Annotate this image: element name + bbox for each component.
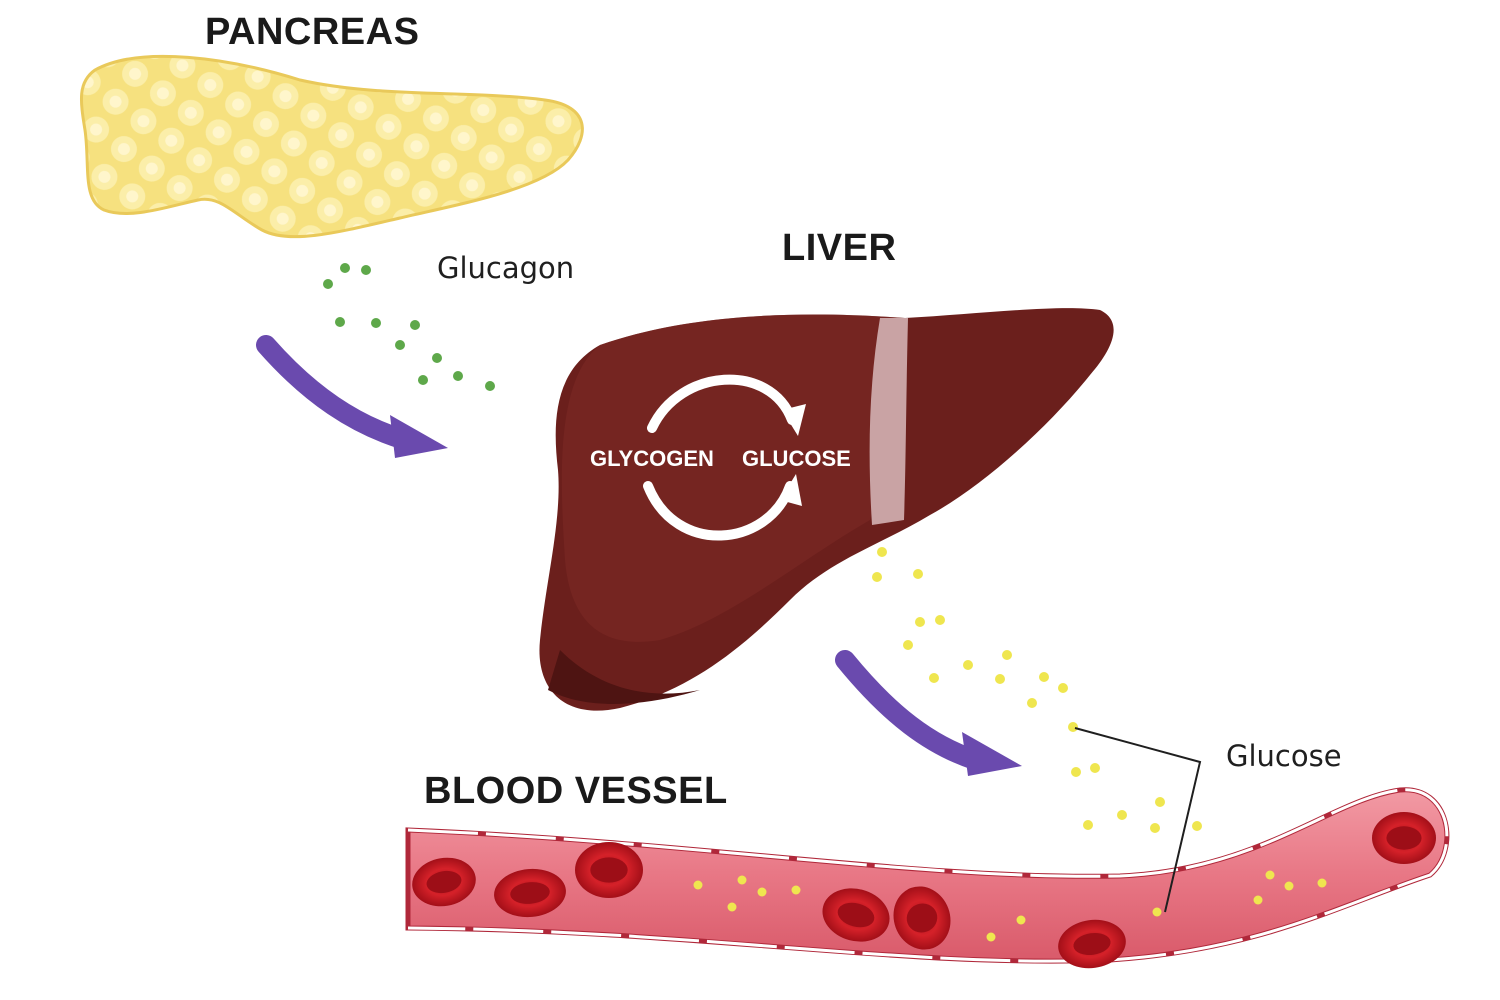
glucagon-dot — [323, 279, 333, 289]
glucose-dot — [727, 902, 737, 912]
red-blood-cell — [822, 888, 890, 942]
glucagon-dot — [361, 265, 371, 275]
glucagon-label: Glucagon — [437, 251, 574, 285]
red-blood-cell — [893, 886, 951, 950]
glucose-dot — [1284, 881, 1294, 891]
pancreas-organ — [80, 54, 584, 239]
glucose-dot — [1016, 915, 1026, 925]
cycle-label-glucose: GLUCOSE — [742, 446, 851, 471]
pancreas-title: PANCREAS — [205, 11, 419, 53]
glucose-dot — [1083, 820, 1093, 830]
blood-vessel-title: BLOOD VESSEL — [424, 770, 728, 812]
glucose-dot — [1002, 650, 1012, 660]
cycle-label-glycogen: GLYCOGEN — [590, 446, 714, 471]
glucose-dot — [1192, 821, 1202, 831]
glucose-dot — [903, 640, 913, 650]
glucose-dot — [872, 572, 882, 582]
glucose-in-vessel — [693, 870, 1327, 942]
glucose-dot — [1117, 810, 1127, 820]
glucagon-dot — [418, 375, 428, 385]
glucose-pointer-lines — [1074, 727, 1202, 913]
glucose-dot — [995, 674, 1005, 684]
glucose-dot — [913, 569, 923, 579]
glucose-dot — [1027, 698, 1037, 708]
glycogen-glucose-cycle — [643, 374, 806, 541]
glucose-dot — [963, 660, 973, 670]
red-blood-cell — [1372, 812, 1436, 864]
liver-title: LIVER — [782, 227, 896, 269]
glucose-dot — [1152, 907, 1162, 917]
glucagon-molecules — [323, 263, 495, 391]
glucose-dot — [737, 875, 747, 885]
glucose-label: Glucose — [1226, 739, 1342, 773]
red-blood-cell — [1058, 919, 1126, 969]
glucagon-dot — [453, 371, 463, 381]
glucose-dot — [1253, 895, 1263, 905]
red-blood-cell — [575, 842, 643, 898]
glucose-dot — [986, 932, 996, 942]
glucagon-dot — [340, 263, 350, 273]
glucose-dot — [1150, 823, 1160, 833]
glucose-dot — [915, 617, 925, 627]
liver-organ — [539, 308, 1114, 711]
glucose-dot — [877, 547, 887, 557]
glucose-dot — [935, 615, 945, 625]
flow-arrow-to-liver-icon — [256, 335, 448, 458]
flow-arrow-to-vessel-icon — [835, 650, 1022, 776]
glucose-dot — [1317, 878, 1327, 888]
glucose-dot — [1068, 722, 1078, 732]
glucagon-dot — [432, 353, 442, 363]
glucose-dot — [1090, 763, 1100, 773]
glucagon-dot — [485, 381, 495, 391]
cycle-arrowhead-top-icon — [782, 404, 806, 436]
glucagon-dot — [335, 317, 345, 327]
glucagon-dot — [410, 320, 420, 330]
red-blood-cell — [494, 868, 566, 918]
glucose-dot — [1155, 797, 1165, 807]
glucose-dot — [1265, 870, 1275, 880]
glucose-dot — [929, 673, 939, 683]
glucose-dot — [1071, 767, 1081, 777]
glucose-dot — [1058, 683, 1068, 693]
glucose-dot — [757, 887, 767, 897]
blood-vessel — [405, 787, 1450, 964]
glucose-dot — [693, 880, 703, 890]
glucagon-dot — [371, 318, 381, 328]
glucose-molecules — [872, 547, 1202, 833]
red-blood-cell — [412, 857, 476, 907]
glucose-dot — [791, 885, 801, 895]
red-blood-cells — [412, 812, 1436, 969]
cycle-arrowhead-bottom-icon — [780, 474, 802, 506]
glucose-dot — [1039, 672, 1049, 682]
glucagon-dot — [395, 340, 405, 350]
